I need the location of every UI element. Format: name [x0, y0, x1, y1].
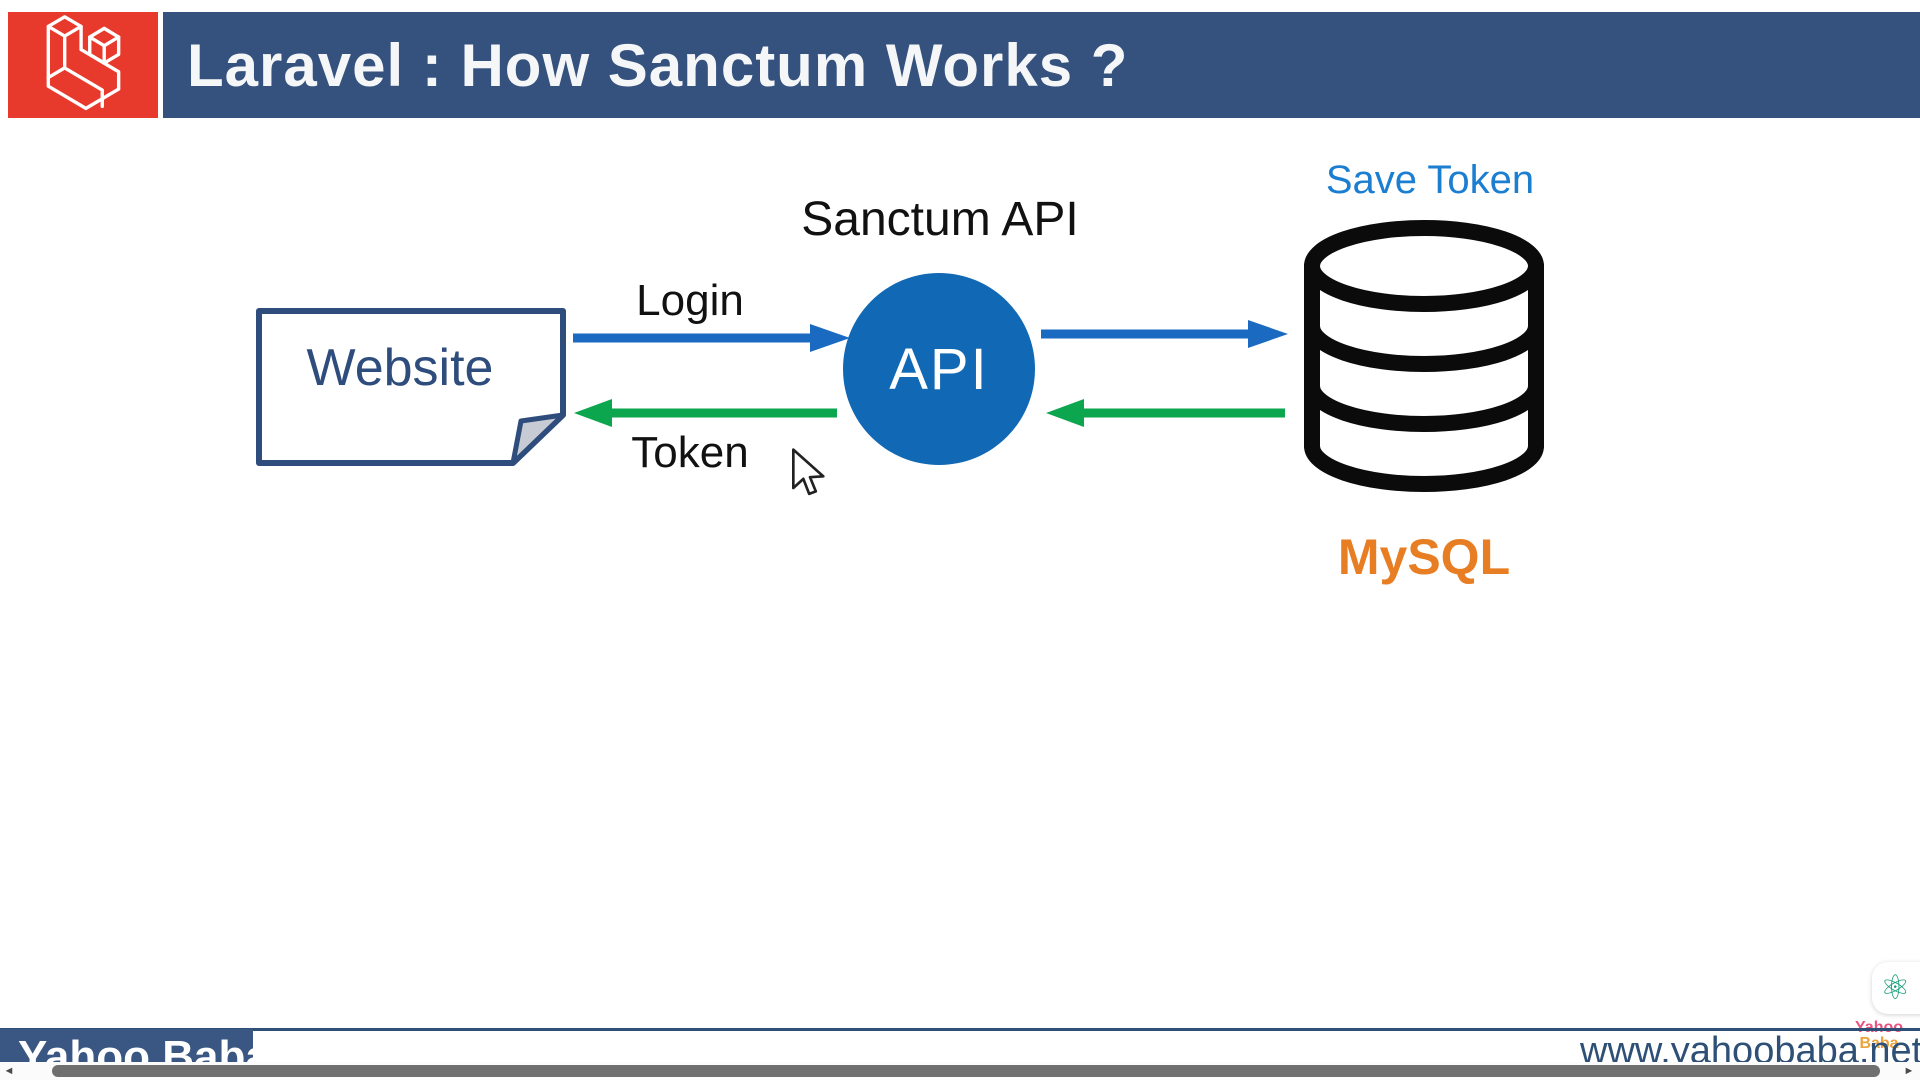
laravel-logo-icon — [46, 15, 121, 111]
database-icon — [1304, 220, 1544, 492]
login-label: Login — [636, 276, 744, 325]
yahoobaba-mini-logo: Yahoo Baba — [1855, 1020, 1903, 1052]
slide-title: Laravel : How Sanctum Works ? — [187, 31, 1129, 99]
scroll-left-arrow-icon[interactable]: ◄ — [3, 1065, 15, 1077]
website-label: Website — [306, 339, 494, 397]
mouse-cursor — [792, 448, 825, 496]
laravel-logo-box — [8, 12, 158, 118]
atom-icon: ⚛ — [1880, 969, 1911, 1007]
mini-logo-line2: Baba — [1859, 1035, 1899, 1052]
api-node: API — [843, 273, 1035, 465]
token-label: Token — [631, 428, 749, 477]
login-arrow-right — [573, 324, 850, 352]
horizontal-scrollbar[interactable]: ◄ ► — [0, 1062, 1920, 1080]
db-to-api-arrow-left — [1046, 399, 1285, 427]
api-to-db-arrow-right — [1041, 320, 1288, 348]
sanctum-api-label: Sanctum API — [801, 193, 1079, 246]
website-note-shape — [256, 308, 566, 466]
scroll-right-arrow-icon[interactable]: ► — [1903, 1065, 1915, 1077]
api-label: API — [889, 336, 989, 402]
slide-title-bar: Laravel : How Sanctum Works ? — [163, 12, 1920, 118]
save-token-label: Save Token — [1325, 158, 1535, 202]
extension-widget-button[interactable]: ⚛ — [1872, 962, 1920, 1014]
token-arrow-left — [574, 399, 837, 427]
mini-logo-line1: Yahoo — [1855, 1020, 1903, 1036]
mysql-label: MySQL — [1337, 529, 1511, 585]
scrollbar-thumb[interactable] — [52, 1065, 1880, 1077]
footer-divider-line — [0, 1028, 1920, 1031]
